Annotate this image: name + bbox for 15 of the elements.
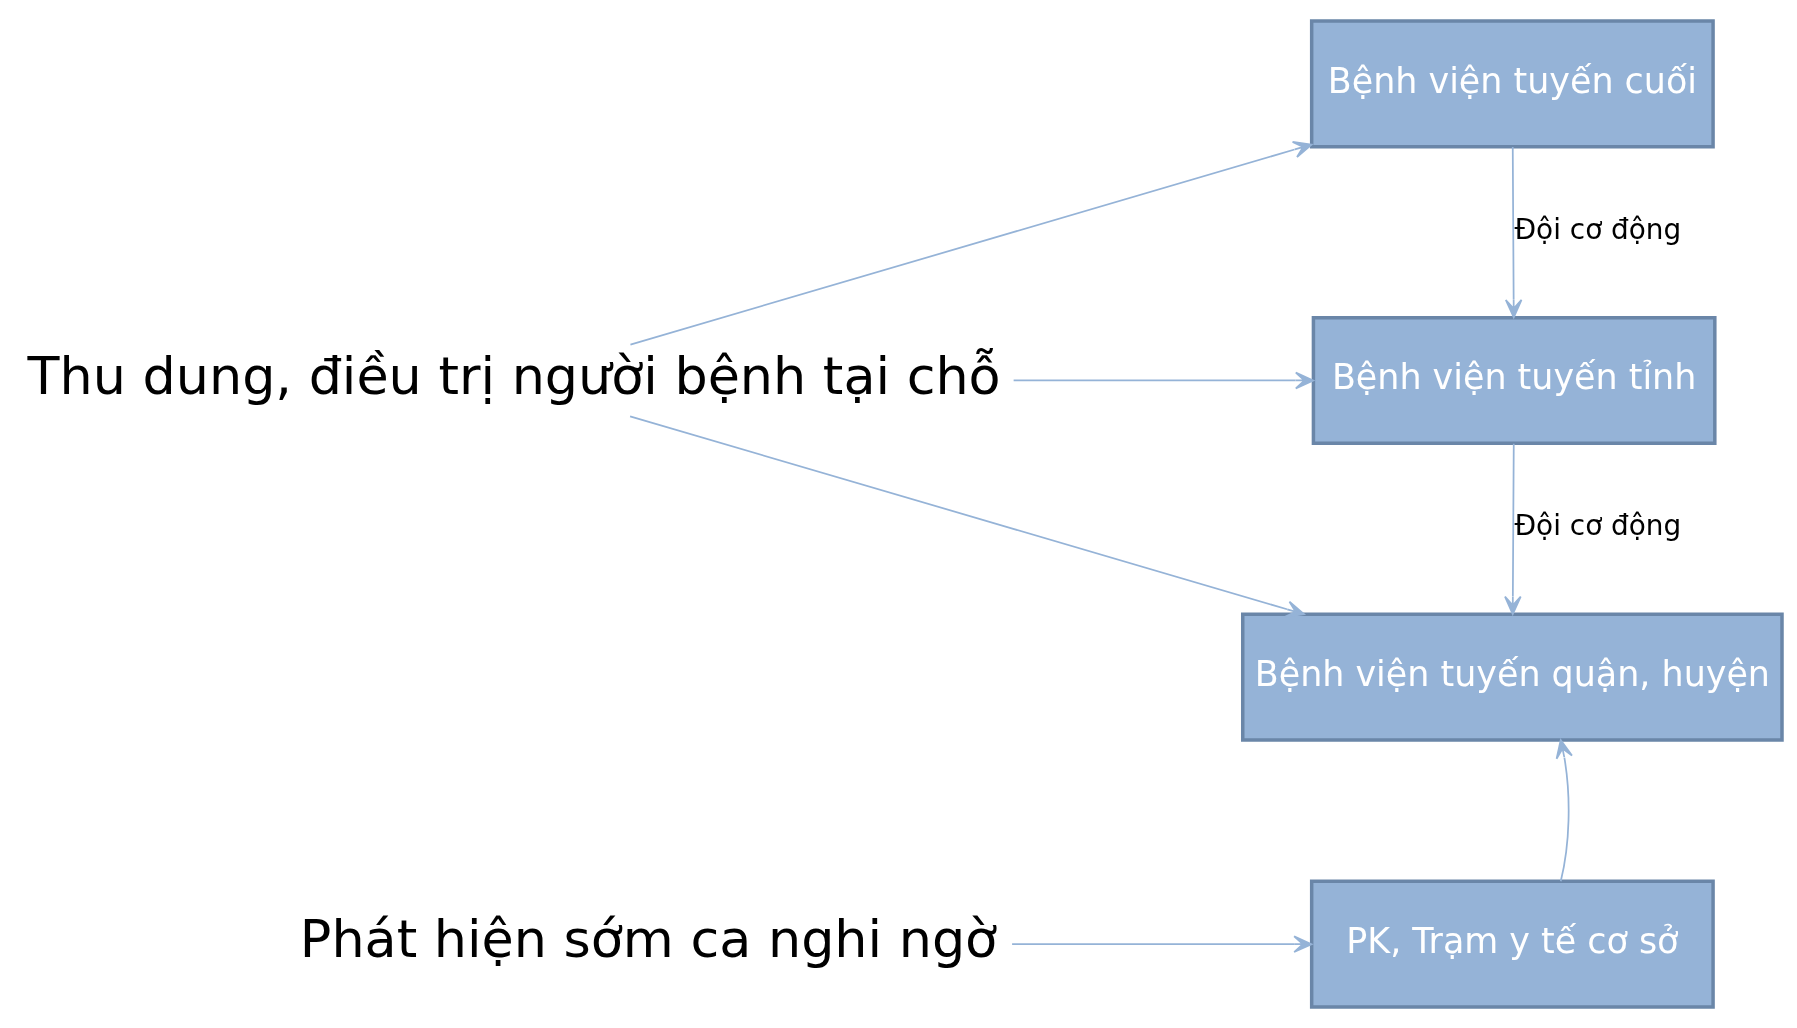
node-box: PK, Trạm y tế cơ sở: [1309, 879, 1715, 1009]
edge-label: Đội cơ động: [1514, 509, 1682, 543]
arrow: [1504, 442, 1522, 615]
node-box: Bệnh viện tuyến quận, huyện: [1241, 612, 1784, 742]
edge-label: Đội cơ động: [1514, 212, 1682, 246]
arrow: [629, 415, 1305, 618]
arrow: [1504, 146, 1523, 319]
arrow: [1555, 739, 1573, 883]
arrow: [629, 141, 1313, 346]
arrow: [1012, 371, 1315, 390]
node-box: Bệnh viện tuyến cuối: [1309, 19, 1715, 149]
node-text: Phát hiện sớm ca nghi ngờ: [299, 908, 998, 970]
node-text: Thu dung, điều trị người bệnh tại chỗ: [27, 344, 1001, 406]
node-box: Bệnh viện tuyến tỉnh: [1311, 315, 1717, 446]
arrow: [1011, 935, 1313, 953]
